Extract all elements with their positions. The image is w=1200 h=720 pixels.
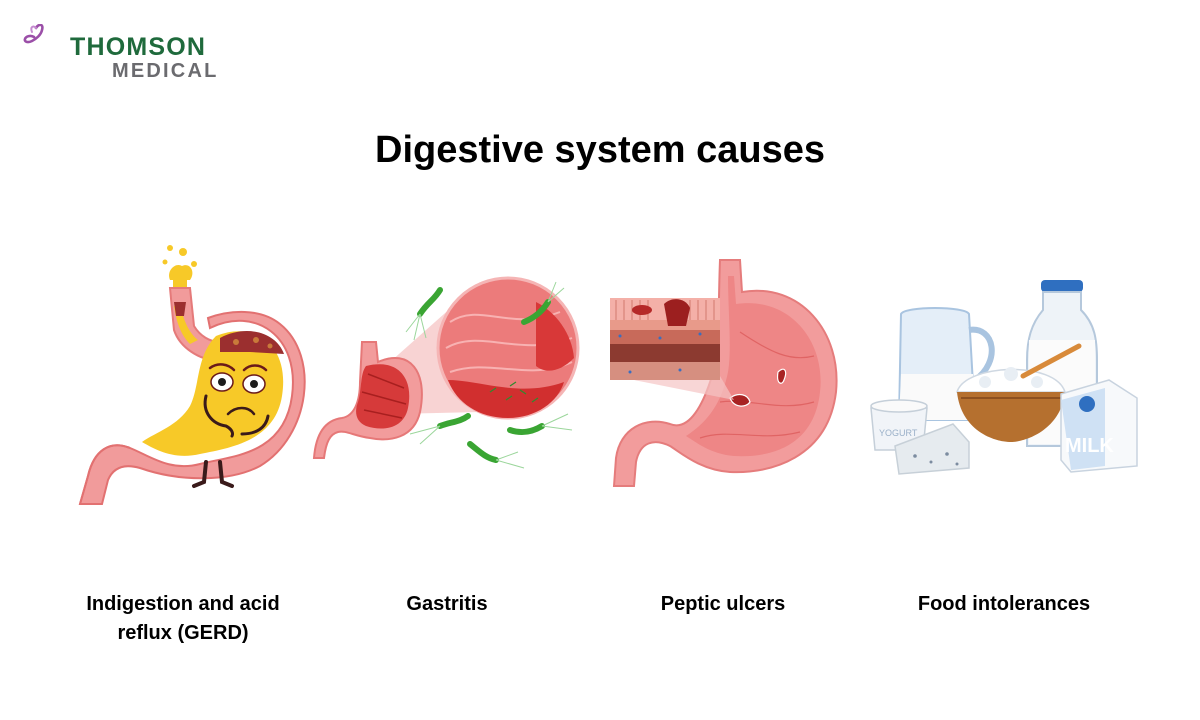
milk-label: MILK: [1065, 435, 1114, 457]
sad-stomach-acid-reflux-illustration: [70, 236, 320, 506]
inflamed-stomach-bacteria-illustration: [310, 262, 590, 480]
cause-caption-gerd: Indigestion and acid reflux (GERD): [86, 593, 280, 644]
butterfly-icon: [22, 23, 50, 50]
yogurt-label: YOGURT: [879, 428, 918, 438]
cause-caption-peptic-ulcers: Peptic ulcers: [660, 593, 786, 615]
brand-name: THOMSON: [70, 33, 207, 61]
cause-caption-gastritis: Gastritis: [406, 593, 488, 615]
page-title: Digestive system causes: [375, 129, 825, 171]
dairy-products-illustration: YOGURT MILK: [865, 270, 1145, 475]
brand-logo: THOMSON MEDICAL: [20, 23, 220, 84]
stomach-ulcer-cross-section-illustration: [600, 252, 850, 496]
cause-caption-food-intolerances: Food intolerances: [917, 593, 1091, 615]
brand-subname: MEDICAL: [112, 60, 219, 82]
